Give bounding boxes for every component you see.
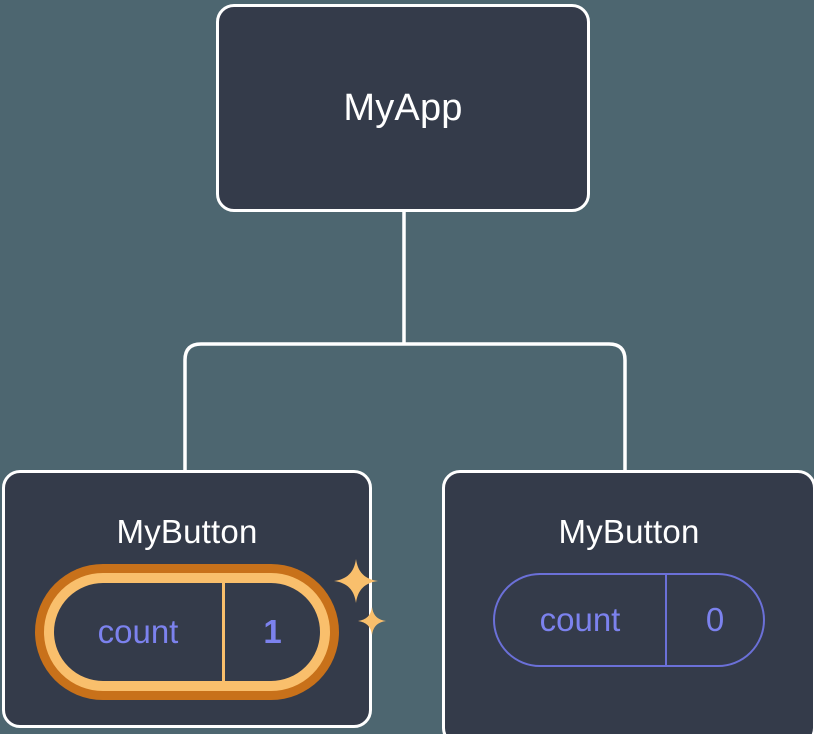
connector-child-bus xyxy=(183,342,627,470)
state-value-right: 0 xyxy=(665,575,763,665)
state-pill-right-wrap: count 0 xyxy=(493,573,765,667)
sparkle-small-icon xyxy=(358,607,386,635)
node-mybutton-right[interactable]: MyButton count 0 xyxy=(442,470,814,734)
node-mybutton-left-label: MyButton xyxy=(116,513,258,550)
node-myapp-label: MyApp xyxy=(343,86,463,129)
node-mybutton-right-label: MyButton xyxy=(558,513,700,550)
node-myapp[interactable]: MyApp xyxy=(216,4,590,212)
state-key-right: count xyxy=(539,601,621,638)
sparkle-large-icon xyxy=(334,559,378,603)
state-pill-right[interactable]: count 0 xyxy=(493,573,765,667)
node-mybutton-left[interactable]: MyButton count 1 xyxy=(2,470,386,728)
state-key-left: count xyxy=(97,613,179,650)
state-pill-left-wrap: count 1 xyxy=(44,559,386,691)
state-value-left: 1 xyxy=(222,583,320,681)
state-pill-left[interactable]: count 1 xyxy=(44,573,330,691)
